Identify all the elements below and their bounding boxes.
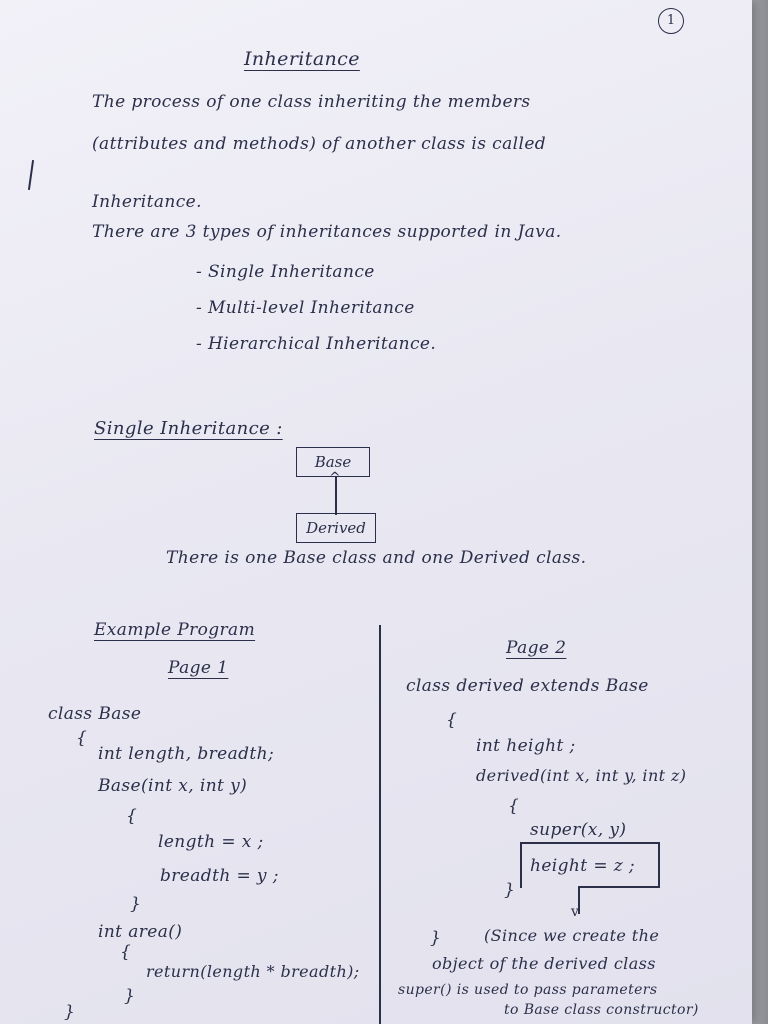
note-line-4: to Base class constructor) [504, 1002, 699, 1018]
code2-line-8: } [504, 880, 516, 900]
example-heading: Example Program [94, 620, 256, 640]
type-item-hierarchical: - Hierarchical Inheritance. [196, 334, 437, 354]
intro-line-1: The process of one class inheriting the … [92, 92, 531, 112]
super-callout-arrow-line [578, 886, 580, 914]
page1-label: Page 1 [168, 658, 229, 678]
derived-class-box: Derived [296, 513, 376, 543]
code1-line-11: return(length * breadth); [146, 962, 360, 981]
base-class-box: Base [296, 447, 370, 477]
code2-line-5: { [508, 796, 520, 816]
super-callout-left [520, 842, 522, 888]
code1-line-4: Base(int x, int y) [98, 776, 248, 796]
intro-line-4: There are 3 types of inheritances suppor… [92, 222, 562, 242]
note-line-2: object of the derived class [432, 954, 656, 973]
page2-label: Page 2 [506, 638, 567, 658]
code2-line-3: int height ; [476, 736, 576, 756]
code2-line-6: super(x, y) [530, 820, 627, 840]
page-title: Inheritance [244, 48, 360, 70]
note-line-3: super() is used to pass parameters [398, 982, 658, 998]
inheritance-arrow-head-icon: ^ [329, 470, 342, 486]
code2-line-1: class derived extends Base [406, 676, 649, 696]
code1-line-2: { [76, 728, 88, 748]
note-line-1: (Since we create the [484, 926, 660, 945]
intro-line-2: (attributes and methods) of another clas… [92, 134, 547, 154]
intro-line-3: Inheritance. [92, 192, 202, 212]
code1-line-10: { [120, 942, 132, 962]
code1-line-12: } [124, 986, 136, 1006]
super-callout-bottom [578, 886, 660, 888]
code1-line-3: int length, breadth; [98, 744, 275, 764]
single-inheritance-description: There is one Base class and one Derived … [166, 548, 587, 568]
code2-line-9: } [430, 928, 442, 948]
column-divider [379, 625, 381, 1024]
code2-line-7: height = z ; [530, 856, 636, 876]
page-number: 1 [658, 8, 684, 34]
super-callout-right [658, 842, 660, 888]
notebook-page: 1 Inheritance The process of one class i… [0, 0, 752, 1024]
super-callout-arrow-head-icon: v [571, 904, 580, 920]
code1-line-9: int area() [98, 922, 183, 942]
code1-line-1: class Base [48, 704, 142, 724]
inheritance-arrow-line [335, 477, 337, 515]
code1-line-6: length = x ; [158, 832, 264, 852]
code1-line-8: } [130, 894, 142, 914]
code1-line-13: } [64, 1002, 76, 1022]
code2-line-2: { [446, 710, 458, 730]
single-inheritance-heading: Single Inheritance : [94, 418, 283, 439]
super-callout-top [520, 842, 660, 844]
margin-mark [27, 160, 35, 190]
code2-line-4: derived(int x, int y, int z) [476, 766, 687, 785]
code1-line-5: { [126, 806, 138, 826]
type-item-multilevel: - Multi-level Inheritance [196, 298, 415, 318]
type-item-single: - Single Inheritance [196, 262, 375, 282]
code1-line-7: breadth = y ; [160, 866, 279, 886]
